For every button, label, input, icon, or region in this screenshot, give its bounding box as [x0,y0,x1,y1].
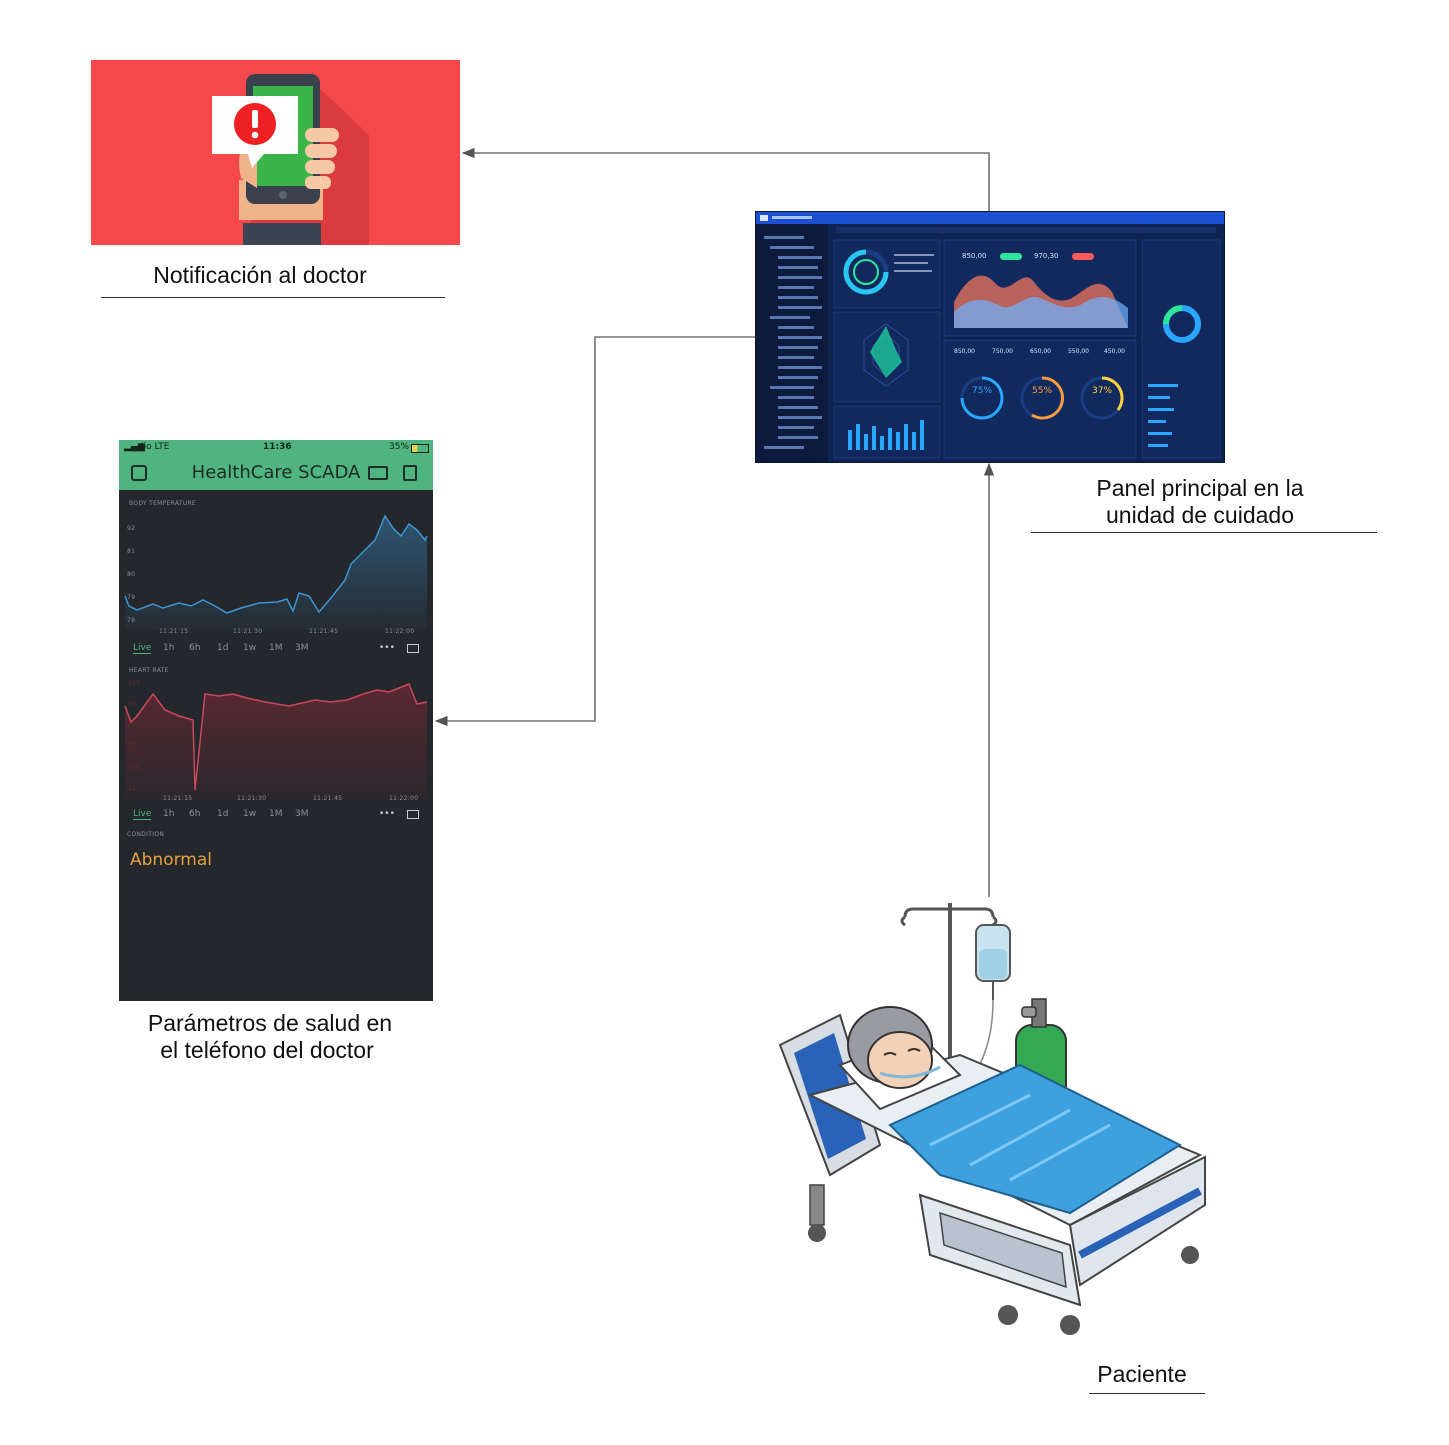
dashboard-caption-underline [1031,532,1377,533]
temp-ytick-4: 79 [127,594,136,601]
more-icon[interactable]: ••• [379,643,395,653]
device-icon[interactable] [368,466,388,480]
notification-caption-underline [101,297,445,298]
range-tab-1w[interactable]: 1w [243,643,257,653]
phone-caption-line1: Parámetros de salud en [147,1010,393,1036]
dash-row-value-1: 850,00 [954,348,975,355]
condition-label: CONDITION [127,831,165,838]
square-icon[interactable] [403,465,417,481]
doctor-phone-screen: ▂▄▆ Jio LTE 11:36 35% HealthCare SCADA B… [119,440,433,1001]
temp-ytick-1: 92 [127,525,136,532]
expand-icon[interactable] [407,810,419,819]
dashboard-caption-line2: unidad de cuidado [1106,502,1294,528]
dashboard-caption-line1: Panel principal en la [1096,475,1304,501]
phone-status-bar: ▂▄▆ Jio LTE 11:36 35% [119,440,433,456]
temp-ytick-2: 81 [127,548,136,555]
dash-value-2: 970,30 [1034,252,1059,260]
range-tab-3m[interactable]: 3M [295,809,309,819]
notification-caption: Notificación al doctor [153,262,367,288]
dash-gauge-2: 55% [1032,386,1053,396]
range-tab-1d[interactable]: 1d [217,643,229,653]
patient-in-bed-icon [778,903,1206,1335]
temperature-range-tabs: Live 1h 6h 1d 1w 1M 3M ••• [133,643,423,657]
hr-xtick-3: 11:21:45 [313,795,343,802]
doctor-notification-image [91,60,460,245]
phone-alert-icon [212,74,369,245]
temp-xtick-4: 11:22:00 [385,628,415,635]
dash-row-value-5: 450,00 [1104,348,1125,355]
range-tab-1h[interactable]: 1h [163,809,175,819]
range-tab-1w[interactable]: 1w [243,809,257,819]
temperature-chart-label: BODY TEMPERATURE [129,500,197,507]
dash-row-value-4: 550,00 [1068,348,1089,355]
battery-icon [411,444,429,453]
temp-ytick-3: 80 [127,571,136,578]
dash-row-value-2: 750,00 [992,348,1013,355]
phone-app-header: HealthCare SCADA [119,456,433,490]
care-unit-dashboard: 850,00 970,30 850,00 750,00 650,00 550,0… [755,211,1225,463]
carrier-label: Jio LTE [141,442,170,452]
dash-value-1: 850,00 [962,252,987,260]
range-tab-6h[interactable]: 6h [189,809,201,819]
hr-ytick-1: 165 [128,680,141,687]
heart-rate-line-chart [124,683,428,800]
patient-caption: Paciente [1097,1361,1187,1387]
range-tab-live[interactable]: Live [133,809,152,820]
hr-ytick-2: 95 [128,701,137,708]
heart-rate-range-tabs: Live 1h 6h 1d 1w 1M 3M ••• [133,809,423,823]
dashboard-graphics [756,212,1224,462]
temperature-line-chart [124,514,428,630]
dash-gauge-3: 37% [1092,386,1113,396]
range-tab-3m[interactable]: 3M [295,643,309,653]
more-icon[interactable]: ••• [379,809,395,819]
app-title: HealthCare SCADA [191,462,361,483]
range-tab-1m[interactable]: 1M [269,643,283,653]
expand-icon[interactable] [407,644,419,653]
temp-xtick-3: 11:21:45 [309,628,339,635]
temp-xtick-2: 11:21:30 [233,628,263,635]
status-time: 11:36 [263,442,292,452]
range-tab-1d[interactable]: 1d [217,809,229,819]
battery-percent: 35% [389,442,410,452]
dash-gauge-1: 75% [972,386,993,396]
connector-dashboard-to-phone [434,336,755,727]
condition-value: Abnormal [130,850,212,870]
dash-row-value-3: 650,00 [1030,348,1051,355]
hr-xtick-1: 11:21:15 [163,795,193,802]
range-tab-live[interactable]: Live [133,643,152,654]
heart-rate-chart-label: HEART RATE [129,667,169,674]
range-tab-1h[interactable]: 1h [163,643,175,653]
phone-caption-line2: el teléfono del doctor [160,1037,374,1063]
range-tab-1m[interactable]: 1M [269,809,283,819]
range-tab-6h[interactable]: 6h [189,643,201,653]
app-menu-icon[interactable] [131,465,147,481]
signal-icon: ▂▄▆ [124,442,145,452]
hr-xtick-2: 11:21:30 [237,795,267,802]
hr-xtick-4: 11:22:00 [389,795,419,802]
temp-xtick-1: 11:21:15 [159,628,189,635]
connector-dashboard-to-notification [461,147,990,211]
patient-caption-underline [1089,1393,1205,1394]
